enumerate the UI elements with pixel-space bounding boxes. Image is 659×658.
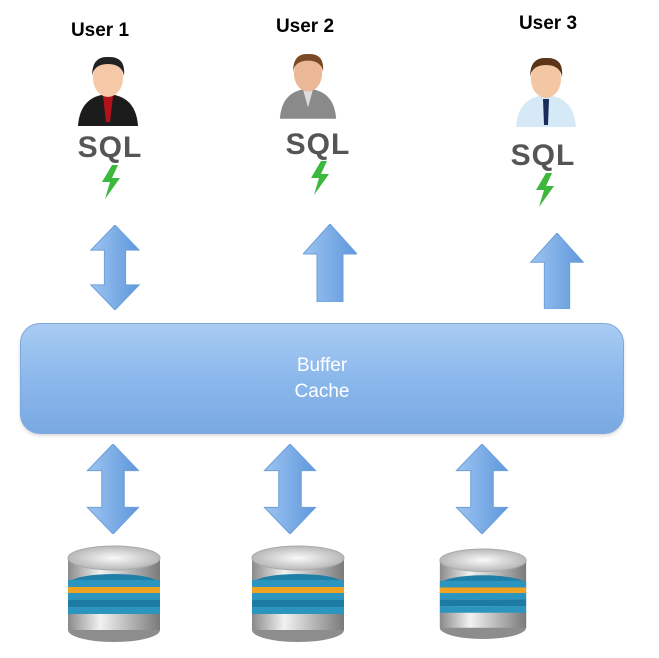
buffer-label: Buffer <box>296 354 348 376</box>
user-2-up-arrow-icon <box>303 224 357 302</box>
user-3-label: User 3 <box>518 13 578 34</box>
cache-label: Cache <box>294 380 350 402</box>
user-3-bolt-icon <box>530 173 560 207</box>
user-1-sql-label: SQL <box>77 131 143 164</box>
user-2-bolt-icon <box>305 161 335 195</box>
database-2-icon <box>250 544 346 644</box>
buffer-cache-box: Buffer Cache <box>20 323 624 434</box>
user-2-icon <box>279 53 337 119</box>
user-1-double-arrow-icon <box>90 225 140 310</box>
database-3-icon <box>438 544 528 644</box>
user-1-icon <box>78 56 138 126</box>
user-3-icon <box>516 57 576 127</box>
user-1-label: User 1 <box>70 20 130 41</box>
user-2-label: User 2 <box>275 16 335 37</box>
user-3-up-arrow-icon <box>530 233 584 309</box>
user-2-sql-label: SQL <box>285 128 351 161</box>
db-2-double-arrow-icon <box>263 444 317 534</box>
user-1-bolt-icon <box>96 165 126 199</box>
database-1-icon <box>66 544 162 644</box>
user-3-sql-label: SQL <box>510 139 576 172</box>
db-1-double-arrow-icon <box>86 444 140 534</box>
db-3-double-arrow-icon <box>455 444 509 534</box>
